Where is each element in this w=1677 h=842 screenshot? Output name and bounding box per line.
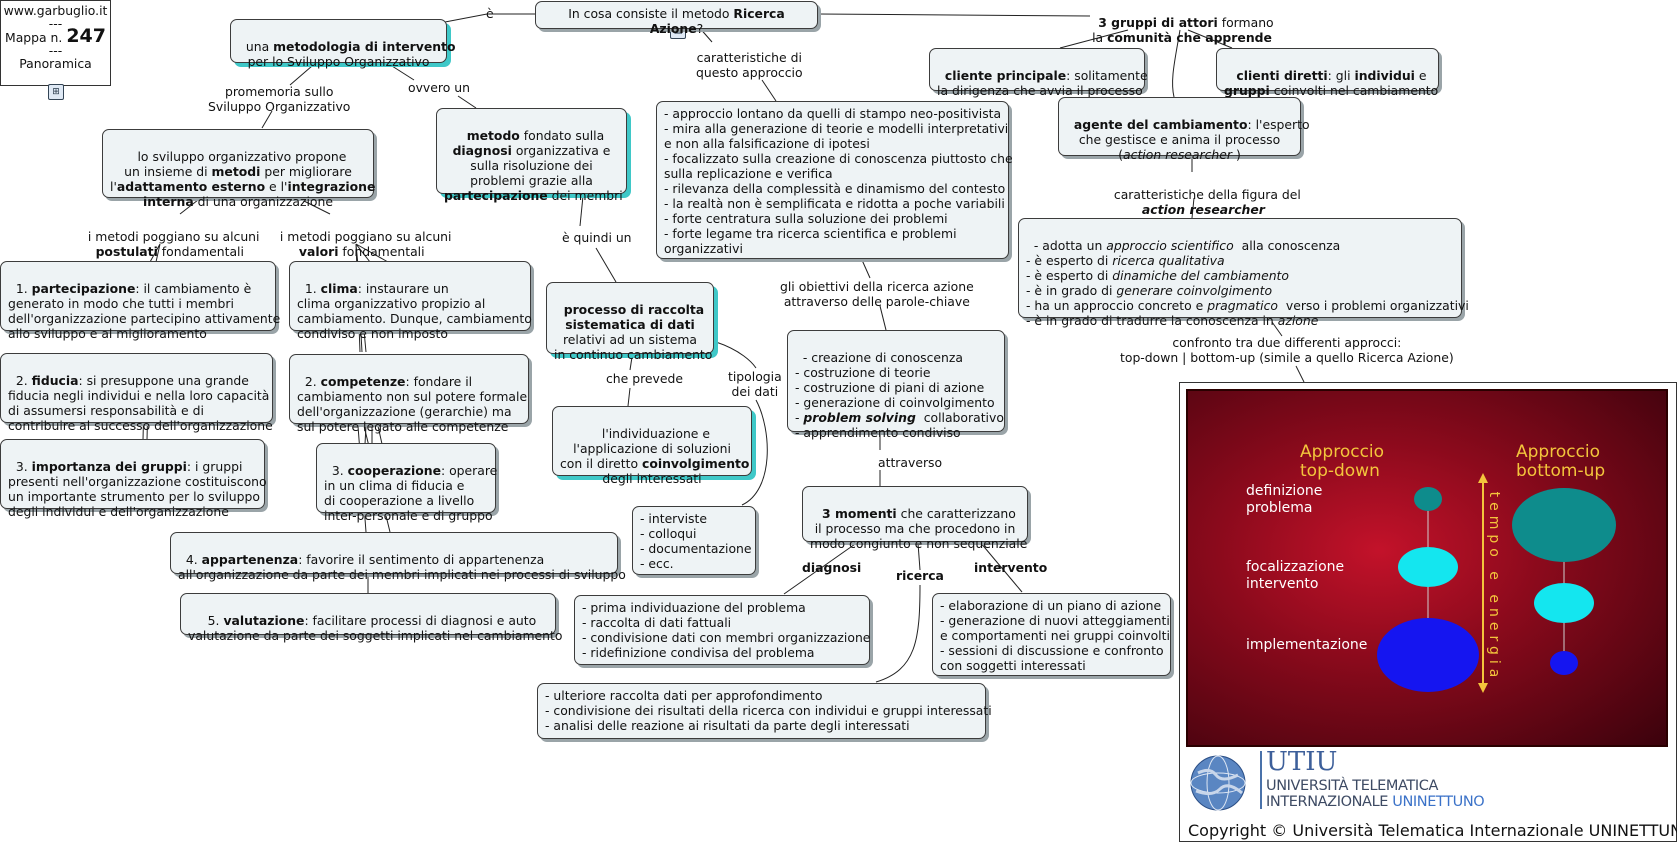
label-obiettivi: gli obiettivi della ricerca azione attra… — [780, 279, 974, 309]
node-researcher-list[interactable]: - adotta un approccio scientifico alla c… — [1018, 218, 1469, 328]
node-gruppi-attori[interactable]: 3 gruppi di attori formano la comunità c… — [1092, 15, 1274, 45]
node-diagnosi-list[interactable]: - prima individuazione del problema - ra… — [574, 595, 870, 665]
label-valori: i metodi poggiano su alcuni valori fonda… — [279, 229, 452, 259]
map-info-box: www.garbuglio.it --- Mappa n. 247 --- Pa… — [0, 0, 111, 86]
separator: --- — [48, 43, 63, 58]
node-agente[interactable]: agente del cambiamento: l'esperto che ge… — [1058, 97, 1310, 162]
node-ricerca-list[interactable]: - ulteriore raccolta dati per approfondi… — [537, 683, 992, 739]
map-number: Mappa n. 247 — [5, 25, 106, 47]
label-ovvero: ovvero un — [408, 80, 470, 95]
node-valore-appartenenza[interactable]: 4. appartenenza: favorire il sentimento … — [170, 532, 626, 582]
globe-icon — [1190, 755, 1246, 811]
label-e: è — [486, 6, 494, 21]
label-confronto: confronto tra due differenti approcci: t… — [1120, 335, 1454, 365]
node-cliente-principale[interactable]: cliente principale: solitamente la dirig… — [929, 48, 1148, 98]
node-postulato-gruppi[interactable]: 3. importanza dei gruppi: i gruppi prese… — [0, 439, 267, 519]
node-processo-raccolta[interactable]: processo di raccolta sistematica di dati… — [546, 282, 714, 362]
bottomup-step1-circle — [1512, 488, 1616, 562]
node-valore-competenze[interactable]: 2. competenze: fondare il cambiamento no… — [289, 354, 529, 434]
bottomup-step3-circle — [1550, 651, 1578, 675]
copyright-text: Copyright © Università Telematica Intern… — [1188, 821, 1677, 840]
approach-slide: Approccio top-down Approccio bottom-up d… — [1186, 389, 1668, 747]
logo-acronym: UTIU — [1266, 747, 1338, 777]
label-caratteristiche: caratteristiche di questo approccio — [696, 50, 803, 80]
node-metodologia[interactable]: una metodologia di intervento per lo Svi… — [230, 19, 456, 69]
topdown-step2-circle — [1398, 547, 1458, 587]
label-postulati: i metodi poggiano su alcuni postulati fo… — [87, 229, 260, 259]
label-e-quindi: è quindi un — [562, 230, 632, 245]
node-valore-clima[interactable]: 1. clima: instaurare un clima organizzat… — [289, 261, 532, 341]
axis-label: tempo e energia — [1486, 491, 1502, 683]
label-diagnosi: diagnosi — [802, 560, 862, 575]
node-obiettivi-list[interactable]: - creazione di conoscenza - costruzione … — [787, 330, 1005, 440]
step-implementazione: implementazione — [1246, 637, 1368, 653]
view-label: Panoramica — [19, 56, 92, 71]
label-promemoria: promemoria sullo Sviluppo Organizzativo — [208, 84, 351, 114]
node-valore-cooperazione[interactable]: 3. cooperazione: operare in un clima di … — [316, 443, 497, 523]
node-tre-momenti[interactable]: 3 momenti che caratterizzano il processo… — [802, 486, 1028, 551]
logo-line1: UNIVERSITÀ TELEMATICA — [1266, 778, 1438, 794]
heading-top-down: Approccio top-down — [1300, 442, 1385, 481]
site-url: www.garbuglio.it — [3, 3, 108, 18]
label-tipologia: tipologia dei dati — [728, 369, 782, 399]
topdown-step1-circle — [1414, 487, 1442, 511]
heading-bottom-up: Approccio bottom-up — [1516, 442, 1606, 481]
node-intervento-list[interactable]: - elaborazione di un piano di azione - g… — [932, 593, 1171, 676]
node-postulato-partecipazione[interactable]: 1. partecipazione: il cambiamento è gene… — [0, 261, 280, 341]
bottomup-step2-circle — [1534, 583, 1594, 623]
label-che-prevede: che prevede — [606, 371, 683, 386]
overview-icon[interactable]: ⊞ — [48, 84, 64, 100]
node-valore-valutazione[interactable]: 5. valutazione: facilitare processi di d… — [180, 593, 562, 643]
separator: --- — [48, 16, 63, 31]
step-focalizzazione: focalizzazione intervento — [1246, 559, 1345, 592]
label-intervento: intervento — [974, 560, 1048, 575]
node-so-propone[interactable]: lo sviluppo organizzativo propone un ins… — [102, 129, 375, 209]
topdown-step3-circle — [1377, 618, 1479, 692]
utiu-logo: UTIU UNIVERSITÀ TELEMATICA INTERNAZIONAL… — [1186, 747, 1511, 815]
logo-line2: INTERNAZIONALE UNINETTUNO — [1266, 794, 1485, 810]
node-caratteristiche-list[interactable]: - approccio lontano da quelli di stampo … — [656, 101, 1013, 259]
step-definizione: definizione problema — [1246, 483, 1323, 516]
comparison-image-panel[interactable]: Approccio top-down Approccio bottom-up d… — [1179, 382, 1677, 842]
node-top-question[interactable]: In cosa consiste il metodo Ricerca Azion… — [535, 1, 818, 36]
label-attraverso: attraverso — [878, 455, 943, 470]
approach-bubbles — [1377, 473, 1616, 693]
label-ricerca: ricerca — [896, 568, 944, 583]
node-postulato-fiducia[interactable]: 2. fiducia: si presuppone una grande fid… — [0, 353, 273, 433]
label-car-figura: caratteristiche della figura del action … — [1113, 187, 1301, 217]
node-metodo-fondato[interactable]: metodo fondato sulla diagnosi organizzat… — [436, 108, 627, 203]
node-clienti-diretti[interactable]: clienti diretti: gli individui e gruppi … — [1216, 48, 1439, 98]
node-strumenti[interactable]: - interviste - colloqui - documentazione… — [632, 506, 756, 575]
node-individuazione[interactable]: l'individuazione e l'applicazione di sol… — [552, 406, 752, 486]
